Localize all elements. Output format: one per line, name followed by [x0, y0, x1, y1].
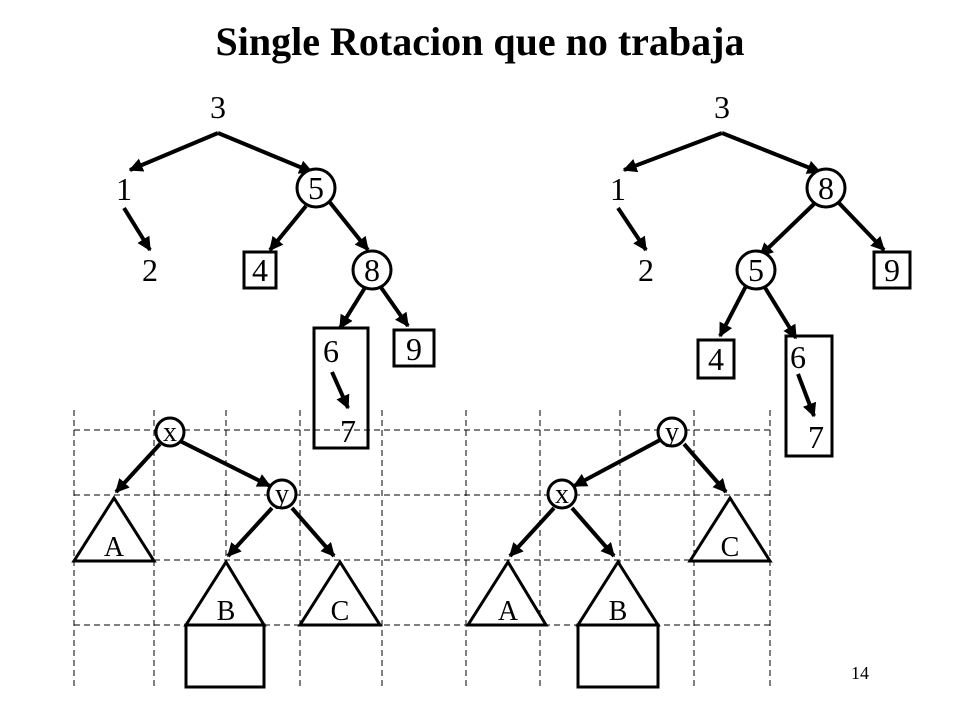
br-node-x-label: x	[555, 479, 569, 510]
left-tree: 3 1 5 2 4 8 6 7 9	[116, 89, 436, 450]
right-node-4-label: 4	[708, 341, 724, 377]
left-node-5-label: 5	[308, 170, 324, 206]
left-node-2-label: 2	[142, 252, 158, 288]
right-node-4-box	[696, 338, 736, 380]
br-subtree-b-extension	[576, 623, 660, 689]
bl-subtree-a-triangle	[71, 495, 157, 563]
bl-node-x-label: x	[163, 417, 177, 448]
br-subtree-c-label: C	[721, 532, 740, 563]
right-node-5-label: 5	[748, 252, 764, 288]
left-node-5-circle	[295, 167, 337, 209]
bl-subtree-c-triangle	[297, 559, 383, 627]
br-node-x-circle	[546, 478, 578, 510]
page-number: 14	[851, 663, 869, 683]
left-node-8-circle	[351, 249, 393, 291]
br-node-y-circle	[656, 416, 688, 448]
left-node-6-label: 6	[323, 333, 339, 369]
right-node-7-label: 7	[808, 419, 824, 455]
left-node-1-label: 1	[116, 171, 132, 207]
bl-node-x-circle	[154, 416, 186, 448]
left-node-9-box	[392, 328, 436, 368]
br-subtree-b-label: B	[609, 596, 628, 627]
right-tree: 3 1 8 2 5 9 4 6 7	[610, 89, 912, 458]
left-node-6-7-box	[312, 326, 370, 450]
dashed-grid	[73, 410, 771, 688]
right-node-1-label: 1	[610, 171, 626, 207]
right-node-5-circle	[735, 249, 777, 291]
right-node-9-label: 9	[884, 252, 900, 288]
br-subtree-a-triangle	[465, 559, 549, 627]
left-node-7-label: 7	[340, 413, 356, 449]
bottom-right-rotation: y x A B C	[465, 416, 773, 689]
left-tree-edges	[122, 131, 410, 410]
bl-subtree-a-label: A	[104, 532, 125, 563]
bl-subtree-b-label: B	[217, 596, 236, 627]
right-node-2-label: 2	[638, 252, 654, 288]
slide-title: Single Rotacion que no trabaja	[215, 19, 745, 64]
bl-node-y-circle	[266, 478, 298, 510]
right-tree-edges	[616, 131, 886, 418]
br-subtree-c-triangle	[687, 495, 773, 563]
right-root-label: 3	[714, 89, 730, 125]
right-node-8-label: 8	[818, 170, 834, 206]
bottom-left-rotation: x y A B C	[71, 416, 383, 689]
br-node-y-label: y	[665, 417, 679, 448]
bl-subtree-b-extension	[184, 623, 266, 689]
right-node-6-label: 6	[790, 339, 806, 375]
left-node-4-box	[242, 250, 278, 290]
br-subtree-a-label: A	[498, 596, 519, 627]
left-root-label: 3	[210, 89, 226, 125]
left-node-4-label: 4	[252, 252, 268, 288]
right-node-8-circle	[805, 167, 847, 209]
bl-subtree-c-label: C	[331, 596, 350, 627]
left-node-8-label: 8	[364, 252, 380, 288]
left-node-9-label: 9	[406, 331, 422, 367]
right-node-6-7-box	[784, 334, 834, 458]
bl-node-y-label: y	[275, 479, 289, 510]
right-node-9-box	[872, 250, 912, 290]
